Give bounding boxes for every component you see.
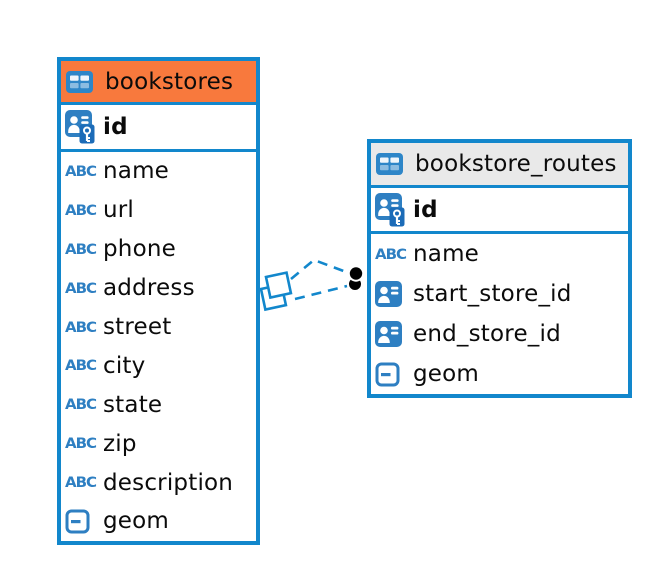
column-row-id[interactable]: id [371,188,628,234]
primary-key-icon [375,192,407,227]
column-row-end-store-id[interactable]: end_store_id [371,314,628,354]
column-row-name[interactable]: ABC name [61,152,256,191]
column-name: street [103,314,172,340]
column-name: city [103,352,146,379]
string-type-icon: ABC [65,162,97,180]
string-type-icon: ABC [65,473,97,491]
column-name: geom [103,508,170,535]
relationship-endpoint-dots [347,265,365,292]
column-row-geom[interactable]: geom [61,502,256,541]
table-bookstore-routes[interactable]: bookstore_routes id [367,139,632,398]
primary-key-icon [65,110,97,144]
string-type-icon: ABC [375,244,407,263]
string-type-icon: ABC [65,395,97,413]
table-name: bookstore_routes [415,151,617,177]
column-name: name [103,158,170,185]
table-icon [376,153,408,175]
table-name: bookstores [105,68,234,95]
relationship-line-2 [294,284,348,301]
column-name: name [413,241,480,267]
string-type-icon: ABC [65,279,97,297]
column-name: state [103,391,163,418]
column-row-id[interactable]: id [61,105,256,152]
column-row-phone[interactable]: ABC phone [61,230,256,269]
column-list: ABC name ABC url ABC phone ABC address A… [61,152,256,541]
column-row-zip[interactable]: ABC zip [61,424,256,463]
string-type-icon: ABC [65,317,97,336]
column-name: id [103,114,128,140]
foreign-key-icon [375,321,407,347]
geometry-type-icon [65,509,97,534]
string-type-icon: ABC [65,201,97,219]
column-name: phone [103,236,176,263]
column-row-start-store-id[interactable]: start_store_id [371,274,628,314]
column-row-url[interactable]: ABC url [61,191,256,230]
column-name: end_store_id [413,321,561,347]
column-name: id [413,196,438,223]
table-header-bookstores[interactable]: bookstores [61,61,256,105]
column-name: url [103,197,135,224]
string-type-icon: ABC [65,356,97,374]
column-name: description [103,469,234,496]
relationship-line-1 [290,258,350,281]
column-row-street[interactable]: ABC street [61,308,256,347]
table-icon [66,70,98,93]
column-row-address[interactable]: ABC address [61,269,256,308]
column-list: ABC name start_store_id [371,234,628,394]
column-row-state[interactable]: ABC state [61,385,256,424]
column-name: geom [413,361,480,387]
geometry-type-icon [375,362,407,387]
column-row-name[interactable]: ABC name [371,234,628,274]
column-row-description[interactable]: ABC description [61,463,256,502]
column-name: start_store_id [413,281,572,307]
column-row-geom[interactable]: geom [371,354,628,394]
relationship-source-marker [259,271,293,312]
table-header-bookstore-routes[interactable]: bookstore_routes [371,143,628,188]
table-bookstores[interactable]: bookstores id A [57,57,260,545]
foreign-key-icon [375,281,407,307]
string-type-icon: ABC [65,240,97,258]
string-type-icon: ABC [65,434,97,452]
column-row-city[interactable]: ABC city [61,346,256,385]
column-name: address [103,275,195,302]
column-name: zip [103,430,137,457]
